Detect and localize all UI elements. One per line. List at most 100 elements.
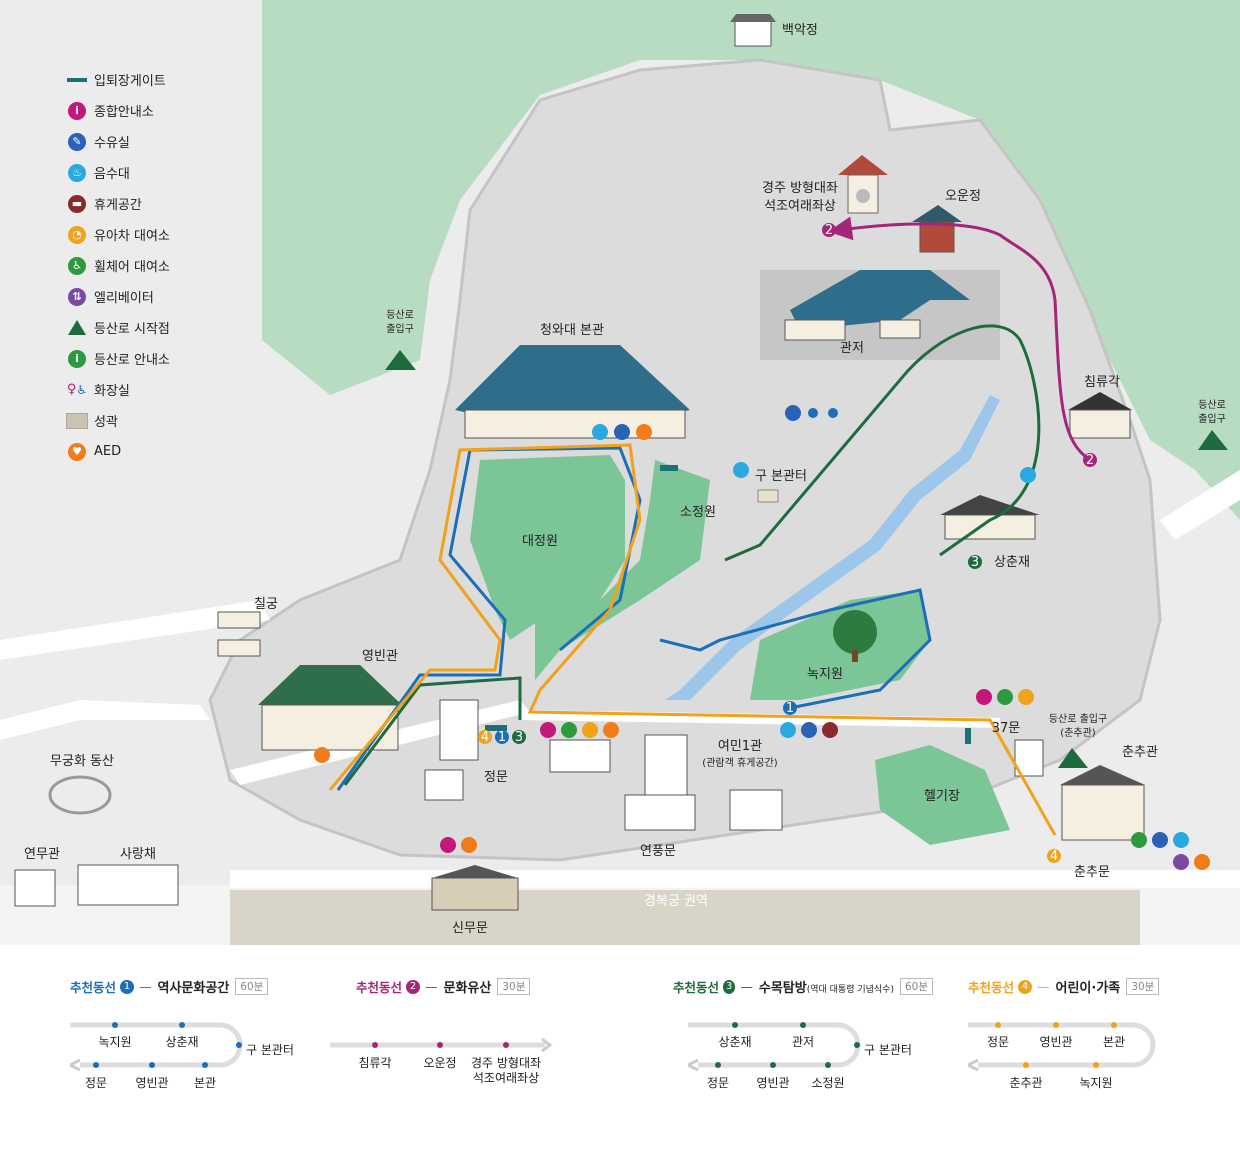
route-1-time: 60분 (235, 978, 269, 995)
route-badge-2b: 2 (1083, 453, 1097, 468)
route-badge-1b: 1 (495, 730, 509, 745)
info-icon: i (66, 100, 88, 122)
svg-text:4: 4 (481, 730, 489, 745)
label-trail-chunchu-2: (춘추관) (1060, 727, 1096, 739)
legend-item: i 종합안내소 (66, 95, 246, 126)
label-seokjo-1: 경주 방형대좌 (762, 181, 838, 196)
legend-label: 종합안내소 (94, 105, 154, 120)
label-sarangchae: 사랑채 (120, 847, 156, 862)
route-badge-3b: 3 (512, 730, 526, 745)
route-1-stop: 본관 (193, 1076, 217, 1090)
label-yeongbingwan: 영빈관 (362, 649, 398, 664)
route-3-path (688, 1022, 861, 1072)
route-1-num: 1 (120, 979, 135, 994)
yeonmugwan-building (14, 869, 56, 907)
legend-item: ♨ 음수대 (66, 157, 246, 188)
legend-item: 성곽 (66, 405, 246, 436)
nokjiwon-tree (833, 610, 877, 662)
route-2-name: 문화유산 (443, 981, 492, 996)
label-trail-right-1: 등산로 (1198, 399, 1226, 411)
label-gwanjeo: 관저 (840, 341, 864, 356)
gate-sojeongwon (660, 465, 678, 471)
route-3-stop: 관저 (791, 1035, 815, 1049)
route-1-stop: 영빈관 (135, 1076, 169, 1090)
chimryugak-building (1068, 392, 1132, 439)
legend-label: AED (94, 444, 122, 459)
facility-icons-main-hall (592, 424, 652, 440)
route-1-path (70, 1022, 243, 1072)
gate-jeongmun (485, 725, 507, 731)
wheelchair-rental-icon: ♿ (66, 255, 88, 277)
main-hall-building (455, 345, 690, 439)
route-1-stop: 상춘재 (165, 1035, 199, 1049)
old-main-site (757, 489, 779, 503)
label-main-hall: 청와대 본관 (540, 323, 604, 338)
legend-label: 성곽 (94, 415, 118, 430)
jeongmun-buildings (424, 699, 479, 801)
route-2-label: 추천동선 (356, 980, 403, 995)
svg-text:3: 3 (515, 730, 523, 745)
facility-icons-yeomin (780, 722, 838, 738)
label-nokjiwon: 녹지원 (807, 667, 843, 682)
route-2-stop: 경주 방형대좌 (470, 1056, 542, 1070)
label-chunchugwan: 춘추관 (1122, 745, 1158, 760)
route-card-1[interactable]: 추천동선 1 — 역사문화공간 60분 녹지원 상춘재 구 본관터 정문 영빈관… (70, 977, 300, 1157)
route-3-line (343, 324, 1041, 786)
route-4-dash: — (1037, 979, 1050, 994)
chilgung-buildings (217, 611, 261, 657)
label-sojeongwon: 소정원 (680, 505, 716, 520)
aed-icon: ♥ (66, 441, 88, 463)
facility-icons-37 (976, 689, 1034, 705)
stroller-rental-icon: ◔ (66, 224, 88, 246)
road-right (1160, 470, 1240, 540)
facility-icons-gwanjeo (785, 405, 838, 421)
route-4-time: 30분 (1126, 978, 1160, 995)
drinking-fountain-icon: ♨ (66, 162, 88, 184)
daejeongwon-lawn (470, 455, 625, 640)
legend-item: ♿ 휠체어 대여소 (66, 250, 246, 281)
legend-label: 음수대 (94, 167, 130, 182)
legend-item: 등산로 시작점 (66, 312, 246, 343)
road-left (0, 600, 270, 660)
legend-label: 화장실 (94, 384, 130, 399)
route-3-turn: 구 본관터 (864, 1043, 912, 1057)
route-badge-3: 3 (968, 555, 982, 570)
recommended-routes: 추천동선 1 — 역사문화공간 60분 녹지원 상춘재 구 본관터 정문 영빈관… (0, 955, 1240, 1172)
svg-text:3: 3 (971, 555, 979, 570)
route-2-num: 2 (406, 979, 421, 994)
label-chunchumun: 춘추문 (1074, 865, 1110, 880)
route-3-sub: (역대 대통령 기념식수) (806, 985, 894, 995)
map-area[interactable]: 2 2 3 1 4 1 3 4 백악정 경주 방형대좌 석조여래좌상 오운정 관… (0, 0, 1240, 945)
legend-label: 휠체어 대여소 (94, 260, 170, 275)
trail-start-right-icon (1198, 430, 1228, 450)
baegakjeong-building (730, 14, 776, 47)
facility-icons-sinmumun (440, 837, 477, 853)
map-canvas: 2 2 3 1 4 1 3 4 백악정 경주 방형대좌 석조여래좌상 오운정 관… (0, 0, 1240, 945)
yeomin-building (729, 789, 783, 831)
facility-icons-old-main (733, 462, 749, 478)
label-sinmumun: 신무문 (452, 921, 488, 936)
route-3-stop: 상춘재 (718, 1035, 752, 1049)
label-yeonmugwan: 연무관 (24, 847, 60, 862)
route-card-4[interactable]: 추천동선 4 — 어린이·가족 30분 정문 영빈관 본관 춘추관 녹지원 (968, 977, 1188, 1157)
label-chimryugak: 침류각 (1084, 375, 1120, 390)
route-card-3[interactable]: 추천동선 3 — 수목탐방(역대 대통령 기념식수) 60분 상춘재 관저 구 … (673, 977, 933, 1157)
label-trail-left-1: 등산로 (386, 309, 414, 321)
route-badge-4a: 4 (478, 730, 492, 745)
label-daejeongwon: 대정원 (522, 534, 558, 549)
gate-line-icon (66, 69, 88, 91)
route-3-stop: 영빈관 (756, 1076, 790, 1090)
route-2-stop: 침류각 (358, 1056, 392, 1070)
legend-item: ✎수유실 (66, 126, 246, 157)
label-gyeongbokgung: 경복궁 권역 (644, 894, 708, 909)
route-4-line (328, 443, 1057, 836)
route-2-stop: 오운정 (423, 1056, 457, 1070)
svg-text:2: 2 (825, 223, 833, 238)
route-badge-4b: 4 (1047, 849, 1061, 864)
seokjo-pavilion (838, 155, 888, 214)
route-2-path (330, 1037, 553, 1053)
route-badge-2a: 2 (822, 223, 836, 238)
route-card-2[interactable]: 추천동선 2 — 문화유산 30분 침류각 오운정 경주 방형대좌 석조여래좌상 (330, 977, 560, 1157)
